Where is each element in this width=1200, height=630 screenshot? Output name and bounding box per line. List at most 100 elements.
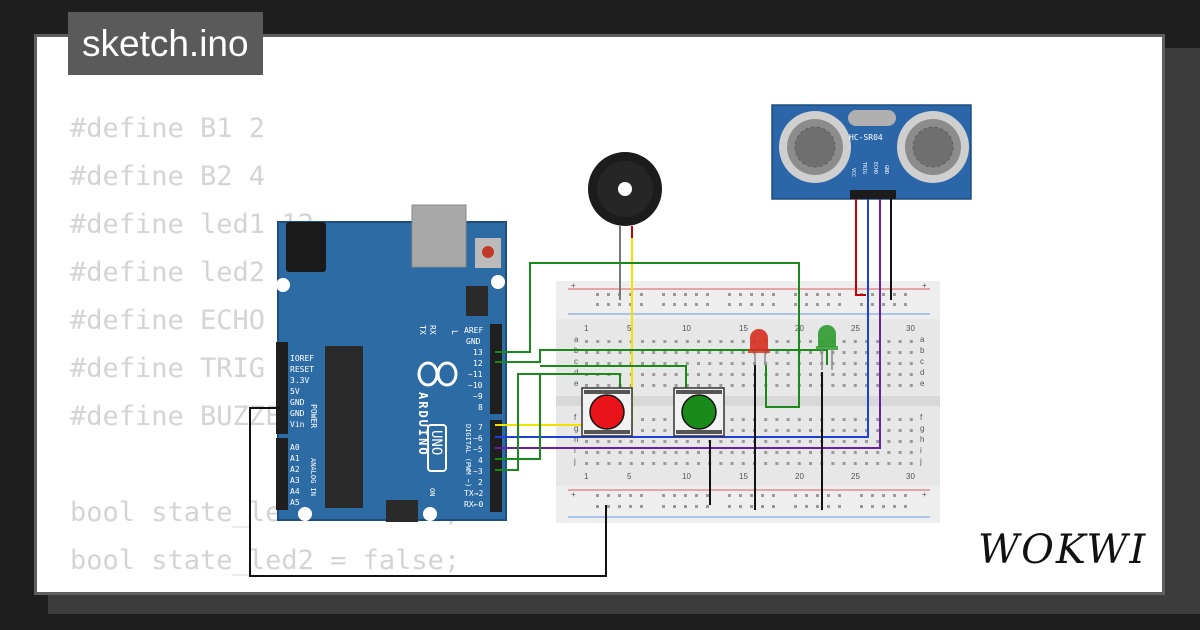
breadboard-hole	[865, 462, 868, 465]
row-letter: f	[920, 413, 923, 422]
code-line: bool state_led2 = false;	[70, 545, 461, 576]
column-number: 30	[906, 472, 915, 481]
breadboard-hole	[618, 340, 622, 343]
column-number: 15	[739, 324, 748, 333]
row-letter: i	[920, 446, 922, 455]
sensor-model-label: HC-SR04	[849, 133, 883, 142]
breadboard-hole	[685, 462, 689, 465]
breadboard-hole	[809, 418, 812, 421]
pushbutton-green[interactable]	[673, 387, 725, 437]
breadboard-hole	[865, 362, 868, 365]
breadboard-hole	[764, 418, 768, 421]
arduino-uno-board[interactable]: IOREF RESET 3.3V 5V GND GND Vin A0 A1 A2…	[276, 204, 507, 522]
breadboard-hole	[607, 293, 610, 296]
breadboard-hole	[652, 340, 656, 343]
breadboard-hole	[596, 440, 600, 443]
mounting-hole	[298, 507, 312, 521]
breadboard-hole	[607, 494, 610, 497]
breadboard-hole	[750, 494, 753, 497]
buzzer[interactable]	[588, 152, 662, 300]
breadboard-hole	[663, 362, 667, 365]
breadboard-hole	[853, 340, 857, 343]
breadboard-hole	[674, 340, 678, 343]
reset-button[interactable]	[482, 246, 494, 258]
wires	[249, 199, 892, 577]
breadboard-hole	[909, 418, 913, 421]
breadboard-hole	[871, 293, 874, 296]
breadboard-hole	[607, 462, 611, 465]
breadboard-hole	[750, 303, 753, 306]
breadboard-hole	[876, 429, 880, 432]
breadboard-hole	[909, 440, 913, 443]
column-number: 30	[906, 324, 915, 333]
breadboard-hole	[585, 384, 588, 387]
uno-badge	[427, 424, 447, 472]
breadboard-hole	[618, 462, 622, 465]
breadboard-hole	[809, 451, 812, 454]
breadboard-hole	[775, 373, 779, 376]
breadboard-hole	[739, 505, 742, 508]
breadboard-hole	[831, 462, 835, 465]
breadboard-hole	[865, 418, 868, 421]
digital-pin-label: 13	[473, 348, 483, 357]
digital-header-bottom	[490, 420, 502, 512]
breadboard-hole	[853, 418, 857, 421]
breadboard-hole	[809, 429, 812, 432]
breadboard-hole	[618, 362, 622, 365]
row-letter: e	[574, 379, 579, 388]
breadboard-hole	[730, 418, 734, 421]
row-letter: j	[919, 457, 922, 466]
breadboard-hole	[904, 505, 907, 508]
plus-label: +	[922, 490, 927, 499]
breadboard-hole	[887, 362, 891, 365]
breadboard-hole	[607, 440, 611, 443]
breadboard-hole	[764, 429, 768, 432]
breadboard-hole	[898, 362, 902, 365]
arduino-logo-icon	[417, 361, 458, 387]
sketch-title-tab[interactable]: sketch.ino	[68, 12, 263, 75]
power-pin-label: 3.3V	[290, 376, 309, 385]
breadboard-hole	[641, 451, 644, 454]
breadboard-hole	[761, 494, 764, 497]
breadboard-hole	[663, 351, 667, 354]
hc-sr04-sensor[interactable]: HC-SR04 VCC TRIG ECHO GND	[771, 104, 972, 200]
breadboard-hole	[662, 293, 665, 296]
on-led-label: ON	[428, 488, 436, 496]
sensor-pin-label: VCC	[850, 168, 856, 177]
breadboard-hole	[641, 340, 644, 343]
breadboard-hole	[831, 373, 835, 376]
breadboard-hole	[652, 362, 656, 365]
pushbutton-red[interactable]	[581, 387, 633, 437]
breadboard-hole	[876, 462, 880, 465]
breadboard-hole	[596, 505, 599, 508]
breadboard-hole	[882, 303, 885, 306]
breadboard-hole	[585, 451, 588, 454]
digital-pin-label: ~9	[473, 392, 483, 401]
led-red[interactable]	[748, 329, 770, 365]
breadboard-hole	[697, 351, 700, 354]
breadboard-hole	[674, 440, 678, 443]
breadboard-hole	[853, 373, 857, 376]
breadboard-hole	[674, 451, 678, 454]
breadboard-hole	[641, 462, 644, 465]
breadboard-hole	[797, 451, 801, 454]
row-letter: a	[920, 335, 925, 344]
digital-pin-label: ~3	[473, 467, 483, 476]
sensor-pin-label: TRIG	[861, 162, 867, 174]
breadboard-hole	[641, 384, 644, 387]
breadboard-hole	[853, 429, 857, 432]
breadboard-hole	[706, 494, 709, 497]
wokwi-logo: WOKWI	[978, 527, 1148, 573]
breadboard-hole	[640, 303, 643, 306]
breadboard-hole	[739, 303, 742, 306]
arduino-brand-label: ARDUINO	[416, 392, 430, 457]
breadboard-hole	[764, 440, 768, 443]
breadboard-hole	[719, 451, 723, 454]
breadboard-hole	[730, 373, 734, 376]
breadboard-hole	[786, 451, 790, 454]
breadboard-hole	[882, 505, 885, 508]
breadboard-hole	[662, 505, 665, 508]
led-green[interactable]	[816, 325, 838, 370]
breadboard-hole	[865, 384, 868, 387]
